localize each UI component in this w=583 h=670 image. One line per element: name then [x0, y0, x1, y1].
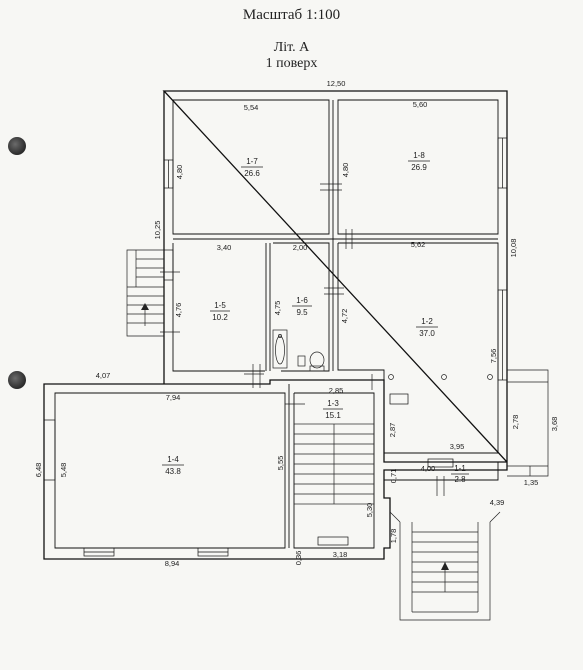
scale-title: Масштаб 1:100 [242, 7, 341, 23]
dim-4-80-b: 4,80 [341, 163, 350, 178]
dimension-labels: 12,50 5,54 5,60 4,80 4,80 10,25 10,08 3,… [34, 79, 559, 568]
dim-2-00: 2,00 [293, 243, 308, 252]
binder-hole-top [8, 137, 26, 155]
dim-0-71: 0,71 [389, 469, 398, 484]
dim-4-39: 4,39 [490, 498, 505, 507]
room-1-7-id: 1-7 [246, 157, 258, 166]
dim-5-62: 5,62 [411, 240, 426, 249]
building-letter: Літ. А [273, 40, 310, 55]
room-1-4-id: 1-4 [167, 455, 179, 464]
room-1-2-area: 37.0 [419, 329, 435, 338]
room-1-6-id: 1-6 [296, 296, 308, 305]
binder-hole-bottom [8, 371, 26, 389]
dim-6-48: 6,48 [34, 463, 43, 478]
dim-2-78: 2,78 [511, 415, 520, 430]
dim-5-60: 5,60 [413, 100, 428, 109]
dim-2-85: 2,85 [329, 386, 344, 395]
dim-7-56: 7,56 [489, 349, 498, 364]
dim-7-94: 7,94 [166, 393, 181, 402]
dim-top-total: 12,50 [327, 79, 346, 88]
room-1-1-id: 1-1 [454, 464, 466, 473]
dim-3-68: 3,68 [550, 417, 559, 432]
dim-4-75: 4,75 [273, 301, 282, 316]
windows [43, 137, 508, 557]
room-1-4-area: 43.8 [165, 467, 181, 476]
room-1-3-id: 1-3 [327, 399, 339, 408]
room-labels: 1-7 26.6 1-8 26.9 1-5 10.2 1-6 9.5 1-2 3… [162, 151, 469, 484]
outer-walls [43, 90, 508, 560]
entrance-stair [389, 511, 501, 621]
dim-4-76: 4,76 [174, 303, 183, 318]
bath-fixtures [272, 329, 325, 372]
columns [388, 374, 493, 380]
dim-8-94: 8,94 [165, 559, 180, 568]
room-1-1-area: 2.8 [454, 475, 466, 484]
room-1-6-area: 9.5 [296, 308, 308, 317]
room-1-5-id: 1-5 [214, 301, 226, 310]
inner-stair [293, 423, 375, 505]
dim-3-18: 3,18 [333, 550, 348, 559]
room-1-5-area: 10.2 [212, 313, 228, 322]
room-1-8-id: 1-8 [413, 151, 425, 160]
dim-4-00: 4,00 [421, 464, 436, 473]
room-1-2-id: 1-2 [421, 317, 433, 326]
dim-1-78: 1,78 [389, 529, 398, 544]
dim-5-54: 5,54 [244, 103, 259, 112]
dim-5-55: 5,55 [276, 456, 285, 471]
room-1-7-area: 26.6 [244, 169, 260, 178]
left-stair [126, 249, 164, 337]
dim-1-35: 1,35 [524, 478, 539, 487]
dim-10-25: 10,25 [153, 221, 162, 240]
room-1-8-area: 26.9 [411, 163, 427, 172]
dim-2-87: 2,87 [388, 423, 397, 438]
dim-4-07: 4,07 [96, 371, 111, 380]
door-ticks [160, 183, 445, 496]
dim-10-08: 10,08 [509, 239, 518, 258]
dim-0-36: 0,36 [294, 551, 303, 566]
dim-3-40: 3,40 [217, 243, 232, 252]
dim-5-48: 5,48 [59, 463, 68, 478]
dim-4-80-a: 4,80 [175, 165, 184, 180]
dim-4-72: 4,72 [340, 309, 349, 324]
floor-label: 1 поверх [265, 56, 318, 71]
dim-5-30: 5,30 [365, 503, 374, 518]
room-1-3-area: 15.1 [325, 411, 341, 420]
right-porch [507, 369, 549, 477]
dim-3-95: 3,95 [450, 442, 465, 451]
